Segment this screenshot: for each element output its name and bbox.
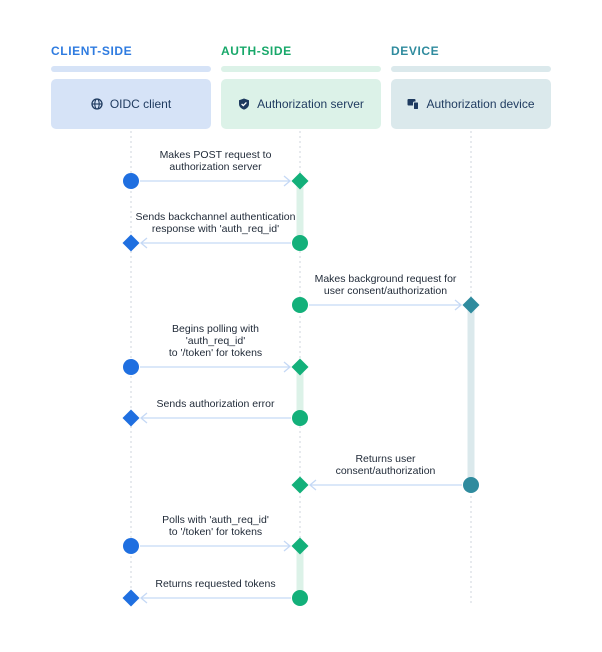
arrowhead-1 xyxy=(283,175,292,187)
activation-bar-auth-1 xyxy=(296,181,304,243)
message-label-7: Polls with 'auth_req_id'to '/token' for … xyxy=(116,514,316,538)
lane-heading-client: CLIENT-SIDE xyxy=(51,44,133,58)
message-start-dot-7 xyxy=(123,538,139,554)
actor-box-authorization-device: Authorization device xyxy=(391,79,551,129)
message-end-diamond-8 xyxy=(122,589,140,607)
message-start-dot-6 xyxy=(463,477,479,493)
message-label-line: user consent/authorization xyxy=(323,285,448,297)
arrowhead-4 xyxy=(283,361,292,373)
shield-check-icon xyxy=(239,98,250,110)
message-label-8: Returns requested tokens xyxy=(116,578,316,590)
activation-bar-auth-3 xyxy=(296,546,304,598)
actor-label-auth: Authorization server xyxy=(257,97,364,111)
message-end-diamond-2 xyxy=(122,234,140,252)
message-label-line: Returns requested tokens xyxy=(155,578,276,590)
arrowhead-6 xyxy=(308,479,317,491)
message-label-line: Makes POST request to xyxy=(159,149,272,161)
actor-label-client: OIDC client xyxy=(109,97,172,111)
message-label-line: to '/token' for tokens xyxy=(168,347,263,359)
message-label-line: response with 'auth_req_id' xyxy=(151,223,280,235)
arrowhead-3 xyxy=(454,299,463,311)
message-start-dot-2 xyxy=(292,235,308,251)
arrowhead-2 xyxy=(139,237,148,249)
message-label-line: authorization server xyxy=(169,161,262,173)
lane-heading-auth: AUTH-SIDE xyxy=(221,44,292,58)
message-label-line: Begins polling with xyxy=(172,323,259,335)
message-start-dot-5 xyxy=(292,410,308,426)
lane-heading-device: DEVICE xyxy=(391,44,440,58)
message-end-diamond-6 xyxy=(291,476,309,494)
globe-icon xyxy=(91,98,103,110)
message-end-diamond-4 xyxy=(291,358,309,376)
lane-bar-client xyxy=(51,66,211,72)
message-end-diamond-7 xyxy=(291,537,309,555)
arrowhead-8 xyxy=(139,592,148,604)
arrowhead-5 xyxy=(139,412,148,424)
actor-box-oidc-client: OIDC client xyxy=(51,79,211,129)
message-label-line: consent/authorization xyxy=(335,465,436,477)
message-start-dot-8 xyxy=(292,590,308,606)
message-label-line: 'auth_req_id' xyxy=(185,335,246,347)
message-label-line: Makes background request for xyxy=(314,273,457,285)
message-start-dot-1 xyxy=(123,173,139,189)
message-label-line: Sends backchannel authentication xyxy=(135,211,296,223)
message-label-line: Returns user xyxy=(355,453,416,465)
lane-bar-device xyxy=(391,66,551,72)
message-label-5: Sends authorization error xyxy=(116,398,316,410)
message-end-diamond-5 xyxy=(122,409,140,427)
devices-icon xyxy=(407,99,420,110)
message-end-diamond-3 xyxy=(462,296,480,314)
message-start-dot-3 xyxy=(292,297,308,313)
arrowhead-7 xyxy=(283,540,292,552)
actor-label-device: Authorization device xyxy=(426,97,535,111)
message-end-diamond-1 xyxy=(291,172,309,190)
activation-bar-device xyxy=(467,305,475,485)
message-label-line: Polls with 'auth_req_id' xyxy=(162,514,269,526)
message-start-dot-4 xyxy=(123,359,139,375)
message-label-4: Begins polling with'auth_req_id'to '/tok… xyxy=(116,323,316,359)
lane-bar-auth xyxy=(221,66,381,72)
message-label-line: Sends authorization error xyxy=(156,398,275,410)
actor-box-authorization-server: Authorization server xyxy=(221,79,381,129)
message-label-line: to '/token' for tokens xyxy=(168,526,263,538)
activation-bar-auth-2 xyxy=(296,367,304,418)
